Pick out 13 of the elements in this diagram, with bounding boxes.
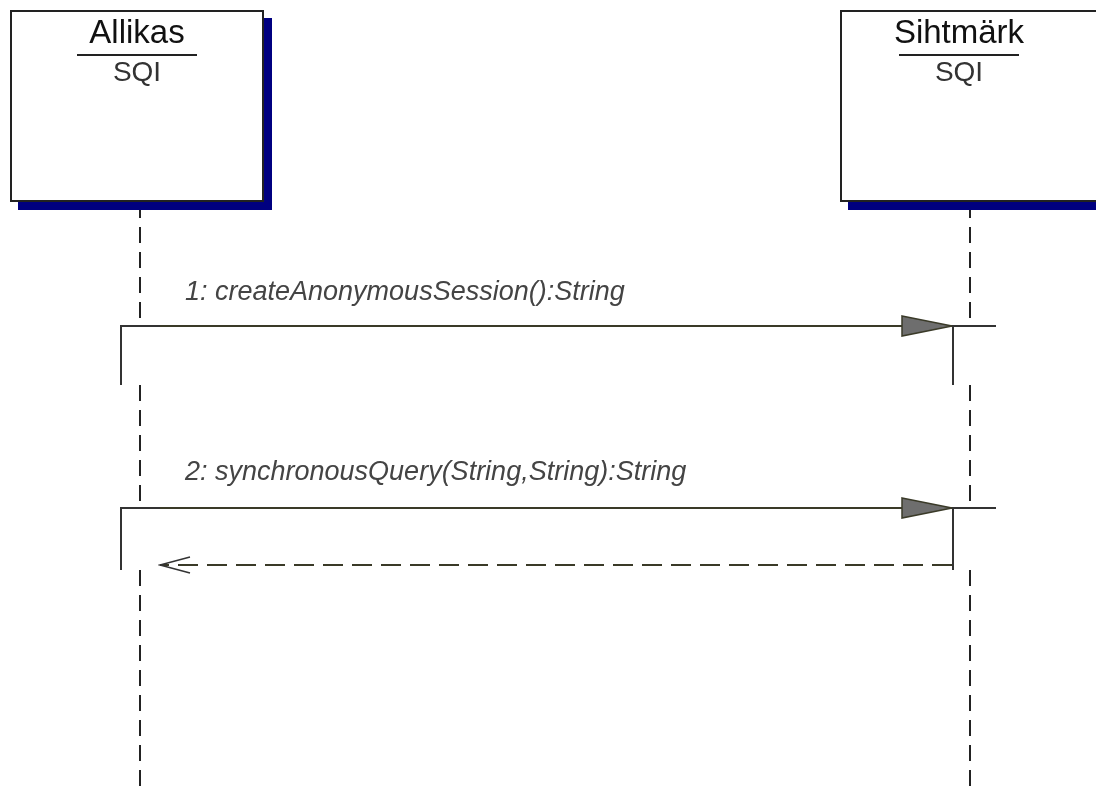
object-type: SQI xyxy=(112,56,162,88)
activation-bar xyxy=(952,507,996,570)
object-name: Sihtmärk xyxy=(893,14,1025,50)
message-arrow xyxy=(159,497,953,519)
activation-bar xyxy=(120,325,160,385)
message-arrow xyxy=(159,315,953,337)
return-arrow xyxy=(159,556,953,574)
activation-bar xyxy=(952,325,996,385)
object-name: Allikas xyxy=(89,14,185,50)
message-label: 2: synchronousQuery(String,String):String xyxy=(185,456,687,486)
message-label: 1: createAnonymousSession():String xyxy=(185,276,625,306)
object-type: SQI xyxy=(934,56,984,88)
activation-bar xyxy=(120,507,160,570)
